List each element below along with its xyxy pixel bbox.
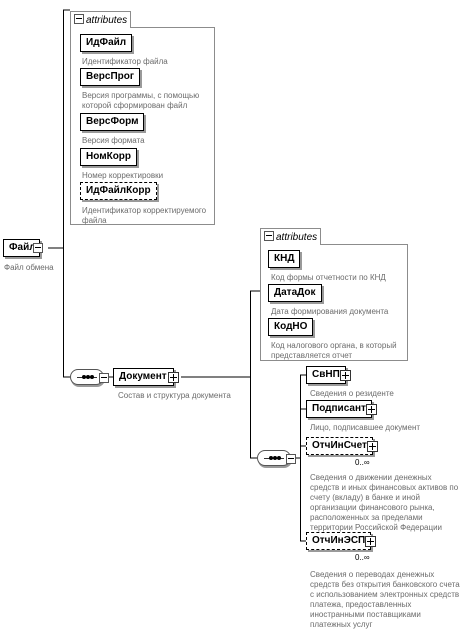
attribute-versprog[interactable]: ВерсПрог	[80, 68, 141, 86]
element-label: ОтчИнЭСП	[312, 535, 366, 546]
element-document[interactable]: Документ	[113, 368, 179, 386]
attribute-label: ВерсПрог	[86, 71, 135, 82]
attributes-title: attributes	[86, 15, 128, 26]
attribute-label: ВерсФорм	[86, 116, 139, 127]
attribute-description: Версия формата	[82, 136, 145, 145]
attribute-label: ИдФайлКорр	[86, 185, 151, 196]
root-element-description: Файл обмена	[4, 263, 54, 272]
attribute-description: Дата формирования документа	[271, 307, 389, 316]
attribute-label: ДатаДок	[274, 287, 316, 298]
element-description: Сведения о резиденте	[310, 389, 394, 398]
attribute-label: НомКорр	[86, 151, 132, 162]
cardinality-label: 0..∞	[355, 553, 370, 562]
element-description: Состав и структура документа	[118, 391, 231, 400]
element-label: ОтчИнСчет	[312, 440, 367, 451]
root-attributes-tab[interactable]: attributes	[70, 11, 131, 28]
element-label: СвНП	[312, 369, 340, 380]
attribute-label: КНД	[274, 253, 295, 264]
attribute-description: Идентификатор корректируемого файла	[82, 206, 207, 225]
cardinality-label: 0..∞	[355, 458, 370, 467]
collapse-icon[interactable]	[286, 454, 296, 464]
attribute-description: Код налогового органа, в который предста…	[271, 341, 397, 360]
attribute-nomkorr[interactable]: НомКорр	[80, 148, 138, 166]
element-description: Лицо, подписавшее документ	[310, 423, 421, 432]
attributes-title: attributes	[276, 232, 318, 243]
expand-icon[interactable]	[339, 370, 351, 381]
element-otchinschet[interactable]: ОтчИнСчет	[306, 437, 378, 455]
element-label: Подписант	[312, 403, 366, 414]
attribute-description: Идентификатор файла	[82, 57, 168, 66]
collapse-icon[interactable]	[264, 231, 274, 241]
collapse-icon[interactable]	[74, 14, 84, 24]
attribute-label: ИдФайл	[86, 37, 127, 48]
element-description: Сведения о движении денежных средств и и…	[310, 473, 459, 532]
root-element-file[interactable]: Файл	[3, 239, 43, 257]
attribute-idfilekorr[interactable]: ИдФайлКорр	[80, 182, 157, 200]
sequence-compositor[interactable]	[70, 369, 109, 385]
expand-icon[interactable]	[365, 404, 377, 415]
element-description: Сведения о переводах денежных средств бе…	[310, 570, 460, 629]
root-element-label: Файл	[9, 242, 36, 253]
collapse-icon[interactable]	[33, 243, 43, 253]
element-podpisant[interactable]: Подписант	[306, 400, 377, 418]
attribute-kodno[interactable]: КодНО	[268, 318, 314, 336]
attribute-idfile[interactable]: ИдФайл	[80, 34, 133, 52]
attribute-versform[interactable]: ВерсФорм	[80, 113, 145, 131]
sequence-compositor[interactable]	[257, 450, 296, 466]
element-otchinesp[interactable]: ОтчИнЭСП	[306, 532, 377, 550]
document-attributes-tab[interactable]: attributes	[260, 228, 321, 245]
attribute-label: КодНО	[274, 321, 308, 332]
collapse-icon[interactable]	[99, 373, 109, 383]
expand-icon[interactable]	[365, 536, 377, 547]
attribute-description: Версия программы, с помощью которой сфор…	[82, 91, 200, 110]
attribute-description: Код формы отчетности по КНД	[271, 273, 386, 282]
expand-icon[interactable]	[168, 372, 179, 383]
expand-icon[interactable]	[366, 441, 378, 452]
element-label: Документ	[119, 371, 167, 382]
attribute-description: Номер корректировки	[82, 171, 164, 180]
element-svnp[interactable]: СвНП	[306, 366, 351, 384]
attribute-datadok[interactable]: ДатаДок	[268, 284, 322, 302]
attribute-knd[interactable]: КНД	[268, 250, 301, 268]
